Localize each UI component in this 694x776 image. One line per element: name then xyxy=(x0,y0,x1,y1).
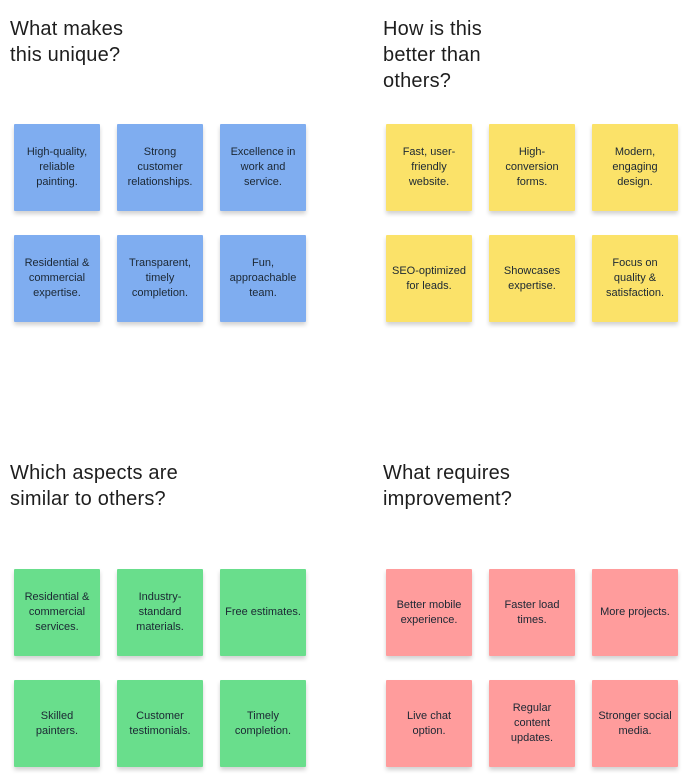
sticky-note[interactable]: Showcases expertise. xyxy=(489,235,575,322)
sticky-note[interactable]: Better mobile experience. xyxy=(386,569,472,656)
sticky-note[interactable]: Excellence in work and service. xyxy=(220,124,306,211)
sticky-note[interactable]: Transparent, timely completion. xyxy=(117,235,203,322)
sticky-note[interactable]: High-conversion forms. xyxy=(489,124,575,211)
notes-grid-better-than-others: Fast, user-friendly website. High-conver… xyxy=(386,124,678,322)
sticky-note[interactable]: Faster load times. xyxy=(489,569,575,656)
notes-grid-unique: High-quality, reliable painting. Strong … xyxy=(14,124,306,322)
sticky-note[interactable]: SEO-optimized for leads. xyxy=(386,235,472,322)
sticky-note[interactable]: Fun, approachable team. xyxy=(220,235,306,322)
sticky-note[interactable]: Customer testimonials. xyxy=(117,680,203,767)
sticky-note[interactable]: More projects. xyxy=(592,569,678,656)
sticky-note[interactable]: Focus on quality & satisfaction. xyxy=(592,235,678,322)
quadrant-title-similar-to-others: Which aspects are similar to others? xyxy=(10,462,178,510)
notes-grid-requires-improvement: Better mobile experience. Faster load ti… xyxy=(386,569,678,767)
sticky-note[interactable]: Regular content updates. xyxy=(489,680,575,767)
quadrant-title-requires-improvement: What requires improvement? xyxy=(383,462,513,510)
notes-grid-similar-to-others: Residential & commercial services. Indus… xyxy=(14,569,306,767)
sticky-note[interactable]: Timely completion. xyxy=(220,680,306,767)
sticky-note[interactable]: Strong customer relationships. xyxy=(117,124,203,211)
sticky-note[interactable]: Skilled painters. xyxy=(14,680,100,767)
sticky-note[interactable]: Modern, engaging design. xyxy=(592,124,678,211)
sticky-note[interactable]: Residential & commercial expertise. xyxy=(14,235,100,322)
sticky-note[interactable]: Stronger social media. xyxy=(592,680,678,767)
quadrant-title-unique: What makes this unique? xyxy=(10,18,124,66)
sticky-note[interactable]: Free estimates. xyxy=(220,569,306,656)
sticky-note[interactable]: High-quality, reliable painting. xyxy=(14,124,100,211)
sticky-note[interactable]: Residential & commercial services. xyxy=(14,569,100,656)
quadrant-title-better-than-others: How is this better than others? xyxy=(383,18,482,92)
sticky-note[interactable]: Live chat option. xyxy=(386,680,472,767)
sticky-note[interactable]: Industry-standard materials. xyxy=(117,569,203,656)
sticky-note[interactable]: Fast, user-friendly website. xyxy=(386,124,472,211)
